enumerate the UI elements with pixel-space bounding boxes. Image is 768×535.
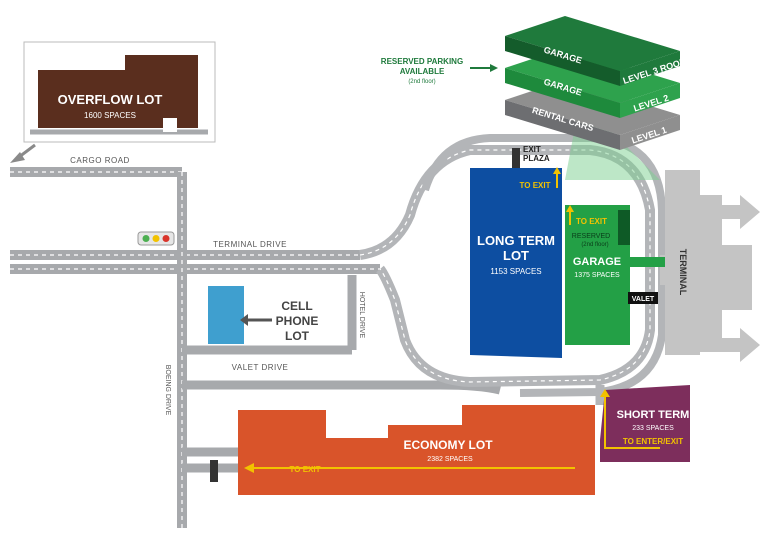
overflow-lot-name: OVERFLOW LOT [58,92,163,107]
cell-phone-lot-line2: PHONE [276,314,319,328]
long-term-lot-spaces: 1153 SPACES [490,267,541,276]
exit-plaza-line2: PLAZA [523,154,550,163]
terminal-drive-label: TERMINAL DRIVE [213,240,287,249]
cargo-road-label: CARGO ROAD [70,156,130,165]
boeing-drive-label: BOEING DRIVE [164,365,171,416]
garage-levels-stack: RENTAL CARS LEVEL 1 GARAGE LEVEL 2 GARAG… [505,16,687,150]
short-term-lot: SHORT TERM 233 SPACES TO ENTER/EXIT [600,385,690,462]
garage-spaces: 1375 SPACES [574,272,620,279]
hotel-drive-label: HOTEL DRIVE [358,292,365,339]
long-term-lot-line2: LOT [503,248,529,263]
economy-lot: ECONOMY LOT 2382 SPACES TO EXIT [210,405,595,495]
exit-plaza-line1: EXIT [523,145,541,154]
reserved-floor: (2nd floor) [581,242,608,248]
cell-phone-lot-line1: CELL [281,299,312,313]
reserved-label: RESERVED [572,233,610,240]
valet-drive-label: VALET DRIVE [232,363,289,372]
terminal-label: TERMINAL [678,249,688,296]
garage-name: GARAGE [573,256,621,268]
terminal-arrow-north [700,195,760,229]
reserved-note-line2: AVAILABLE [400,67,445,76]
short-term-name: SHORT TERM [617,409,690,421]
overflow-lot-spaces: 1600 SPACES [84,111,136,120]
long-term-lot: LONG TERM LOT 1153 SPACES TO EXIT [470,148,562,358]
reserved-note-line3: (2nd floor) [408,79,435,85]
terminal-building: TERMINAL [665,170,752,355]
economy-to-exit: TO EXIT [290,465,321,474]
short-term-to-enter-exit: TO ENTER/EXIT [623,437,683,446]
economy-lot-name: ECONOMY LOT [403,438,493,452]
reserved-note-line1: RESERVED PARKING [381,57,463,66]
terminal-arrow-south [700,328,760,362]
cell-phone-lot-line3: LOT [285,329,310,343]
overflow-lot: OVERFLOW LOT 1600 SPACES [23,41,216,143]
economy-lot-spaces: 2382 SPACES [427,456,473,463]
long-term-to-exit: TO EXIT [520,181,551,190]
reserved-parking-note: RESERVED PARKING AVAILABLE (2nd floor) [381,57,498,85]
valet-sign: VALET [632,296,655,303]
road-network [10,134,760,528]
garage-to-exit: TO EXIT [576,217,607,226]
traffic-light-icon [137,231,175,246]
short-term-spaces: 233 SPACES [632,425,674,432]
long-term-lot-line1: LONG TERM [477,233,555,248]
cell-phone-lot: CELL PHONE LOT [208,286,318,344]
